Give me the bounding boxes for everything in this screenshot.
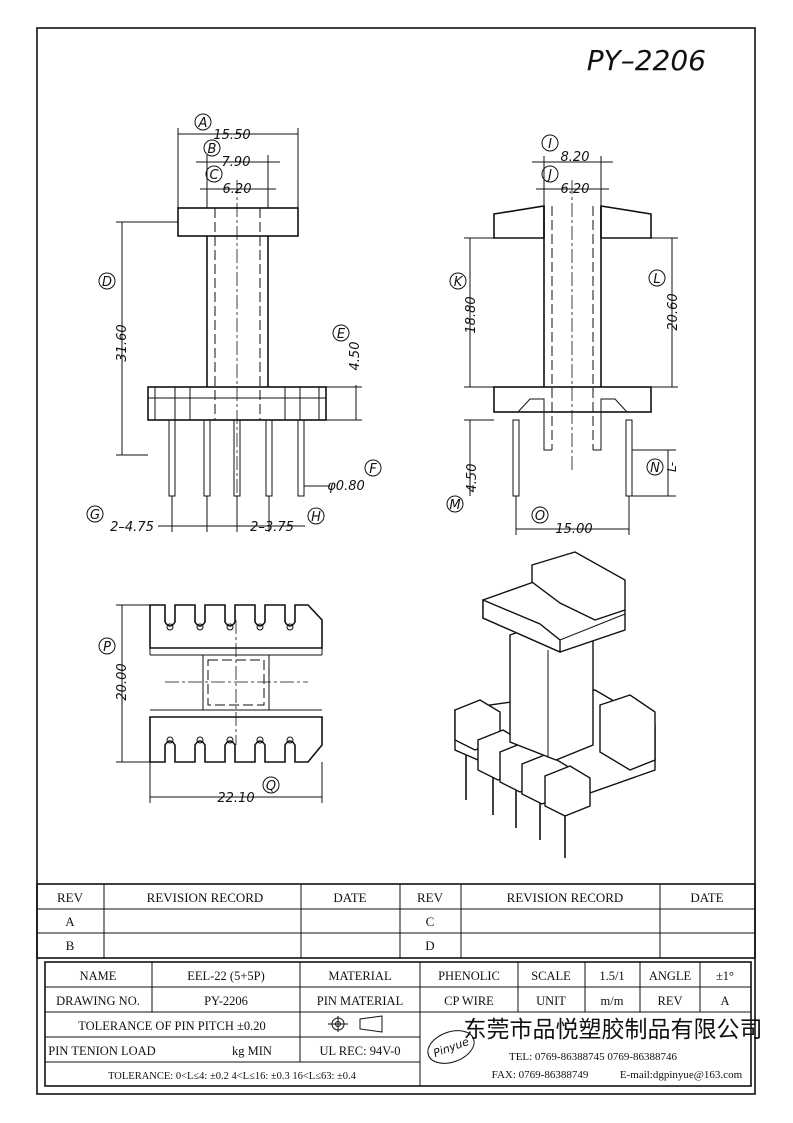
drawing-title: PY–2206 bbox=[587, 44, 706, 77]
dim-H-letter: H bbox=[311, 510, 321, 525]
pin-pitch-tolerance: TOLERANCE OF PIN PITCH ±0.20 bbox=[78, 1019, 266, 1033]
rev-header-1: REV bbox=[57, 890, 84, 905]
dim-B-value: 7.90 bbox=[222, 155, 251, 170]
drawing-no-value: PY-2206 bbox=[204, 994, 248, 1008]
dim-E-letter: E bbox=[337, 327, 346, 342]
bottom-view: P 20.00 Q 22.10 bbox=[98, 604, 323, 806]
dim-K-letter: K bbox=[454, 275, 464, 290]
unit-value: m/m bbox=[601, 994, 624, 1008]
front-view: A 15.50 B 7.90 C 6.20 D 31.60 E 4.50 F φ… bbox=[86, 113, 382, 535]
rev-date-header-1: DATE bbox=[333, 890, 366, 905]
name-value: EEL-22 (5+5P) bbox=[187, 969, 265, 983]
unit-label: UNIT bbox=[536, 994, 566, 1008]
isometric-view bbox=[454, 551, 656, 858]
company-fax: FAX: 0769-86388749 bbox=[492, 1069, 589, 1081]
company-tel: TEL: 0769-86388745 0769-86388746 bbox=[509, 1051, 678, 1063]
dim-O-value: 15.00 bbox=[555, 522, 592, 537]
dim-G-letter: G bbox=[90, 508, 100, 523]
dim-C-letter: C bbox=[209, 168, 219, 183]
dim-A-value: 15.50 bbox=[213, 128, 250, 143]
dim-Q-letter: Q bbox=[266, 779, 276, 794]
pin-material-value: CP WIRE bbox=[444, 994, 494, 1008]
sheet-border bbox=[36, 27, 756, 1095]
rev-row-d: D bbox=[425, 938, 434, 953]
rev-record-header-1: REVISION RECORD bbox=[147, 890, 264, 905]
dim-N-value: L- bbox=[665, 462, 679, 472]
dim-P-letter: P bbox=[103, 640, 111, 655]
dim-Q-value: 22.10 bbox=[217, 791, 254, 806]
company-email: E-mail:dgpinyue@163.com bbox=[620, 1069, 743, 1081]
tolerance-line: TOLERANCE: 0<L≤4: ±0.2 4<L≤16: ±0.3 16<L… bbox=[108, 1071, 357, 1082]
dim-O-letter: O bbox=[535, 509, 545, 524]
dim-M-letter: M bbox=[449, 498, 460, 513]
material-value: PHENOLIC bbox=[438, 969, 500, 983]
projection-symbol-icon bbox=[328, 1015, 383, 1033]
dim-F-letter: F bbox=[369, 462, 377, 477]
dim-H-value: 2–3.75 bbox=[250, 520, 294, 535]
rev-header-2: REV bbox=[417, 890, 444, 905]
scale-value: 1.5/1 bbox=[599, 969, 624, 983]
dim-M-value: 4.50 bbox=[465, 464, 480, 493]
pin-load-unit: kg MIN bbox=[232, 1044, 272, 1058]
drawing-no-label: DRAWING NO. bbox=[56, 994, 140, 1008]
dim-G-value: 2–4.75 bbox=[110, 520, 154, 535]
title-block: NAME EEL-22 (5+5P) MATERIAL PHENOLIC SCA… bbox=[44, 961, 763, 1087]
dim-J-value: 6.20 bbox=[561, 182, 590, 197]
side-view: I 8.20 J 6.20 K 18.80 L 20.60 M 4.50 N L… bbox=[446, 134, 681, 537]
rev-date-header-2: DATE bbox=[690, 890, 723, 905]
rev-label: REV bbox=[658, 994, 683, 1008]
pin-material-label: PIN MATERIAL bbox=[317, 994, 403, 1008]
name-label: NAME bbox=[80, 969, 117, 983]
dim-F-value: φ0.80 bbox=[327, 479, 365, 494]
scale-label: SCALE bbox=[531, 969, 571, 983]
dim-E-value: 4.50 bbox=[348, 342, 363, 371]
logo-ellipse bbox=[427, 1030, 475, 1064]
revision-table: REV REVISION RECORD DATE REV REVISION RE… bbox=[36, 883, 756, 959]
dim-A-letter: A bbox=[198, 116, 208, 131]
rev-row-a: A bbox=[65, 914, 75, 929]
rev-row-b: B bbox=[66, 938, 75, 953]
dim-D-letter: D bbox=[102, 275, 112, 290]
dim-I-value: 8.20 bbox=[561, 150, 590, 165]
rev-value: A bbox=[720, 994, 729, 1008]
dim-B-letter: B bbox=[208, 142, 217, 157]
pin-load-label: PIN TENION LOAD bbox=[48, 1044, 155, 1058]
angle-label: ANGLE bbox=[649, 969, 692, 983]
dim-J-letter: J bbox=[545, 168, 552, 183]
company-name: 东莞市品悦塑胶制品有限公司 bbox=[464, 1017, 763, 1043]
material-label: MATERIAL bbox=[328, 969, 391, 983]
dim-D-value: 31.60 bbox=[115, 324, 130, 361]
dim-L-value: 20.60 bbox=[666, 293, 681, 330]
dim-K-value: 18.80 bbox=[464, 296, 479, 333]
rev-record-header-2: REVISION RECORD bbox=[507, 890, 624, 905]
rev-row-c: C bbox=[426, 914, 435, 929]
dim-I-letter: I bbox=[548, 137, 552, 152]
dim-N-letter: N bbox=[650, 461, 660, 476]
dim-C-value: 6.20 bbox=[223, 182, 252, 197]
dim-P-value: 20.00 bbox=[115, 663, 130, 700]
dim-L-letter: L bbox=[653, 272, 660, 287]
ul-rec: UL REC: 94V-0 bbox=[319, 1044, 400, 1058]
angle-value: ±1° bbox=[716, 969, 734, 983]
